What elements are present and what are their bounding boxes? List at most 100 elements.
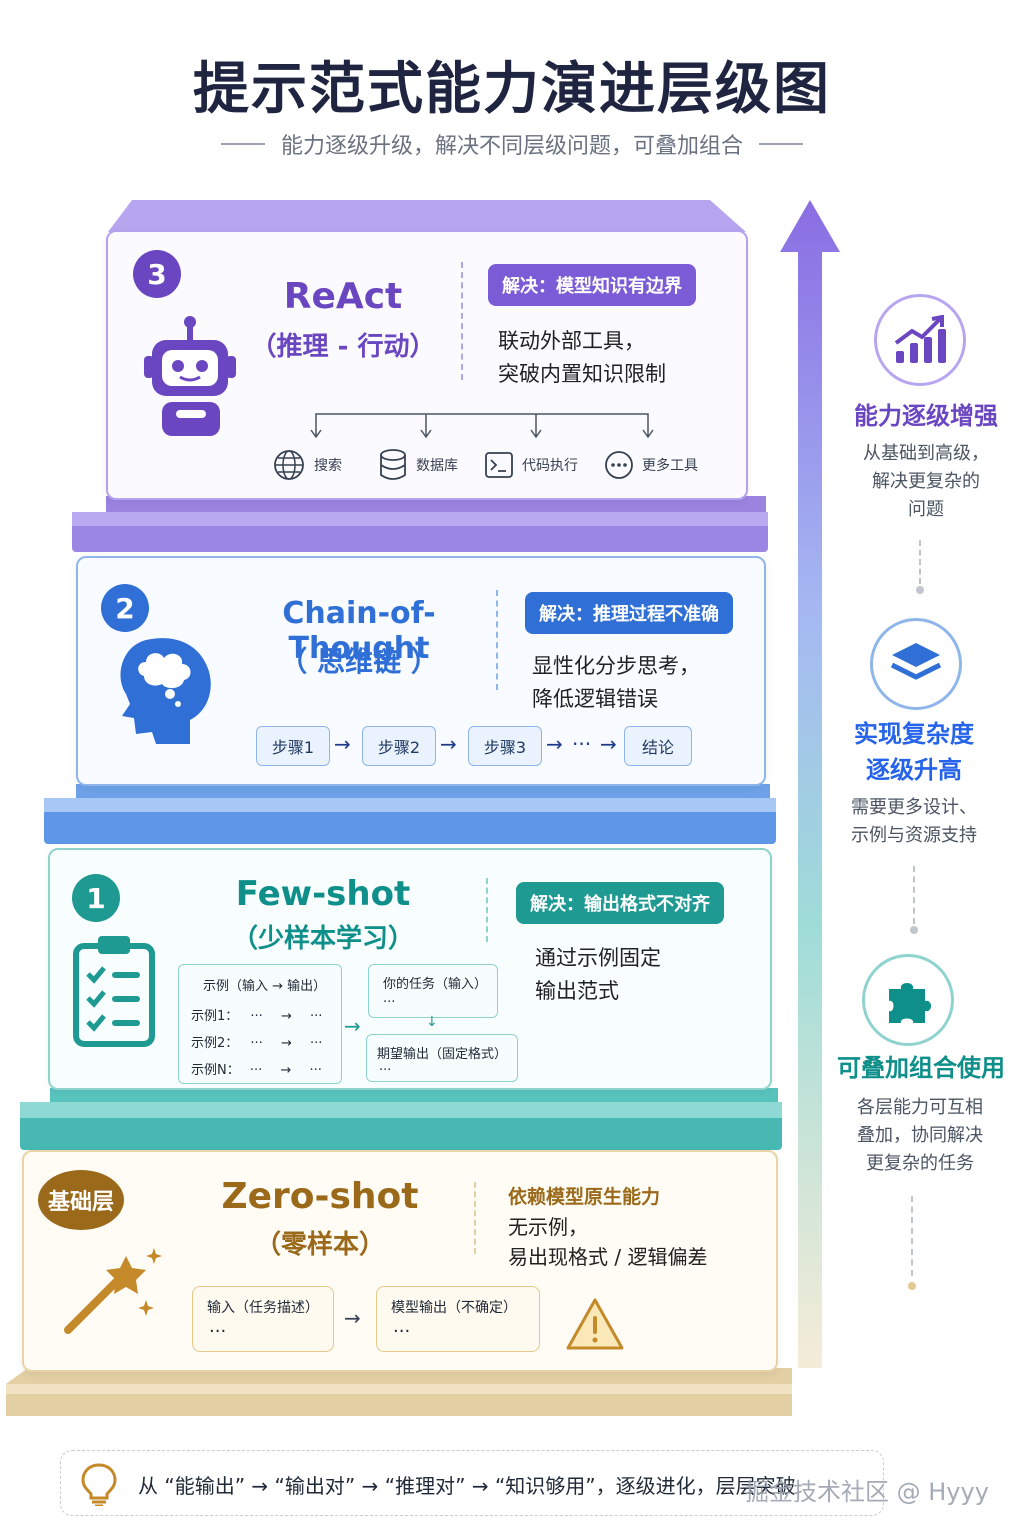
side-title-1: 能力逐级增强 [854,402,998,430]
subtitle-text: 能力逐级升级，解决不同层级问题，可叠加组合 [280,134,743,159]
cot-conclusion: 结论 [624,726,692,766]
cot-divider [496,590,498,690]
arrow-down-icon: ↓ [426,1014,438,1030]
fewshot-desc: 通过示例固定 输出范式 [535,946,661,1003]
cot-name: Chain-of-Thought [282,596,436,666]
cot-step-3: 步骤3 [468,726,542,766]
arrow-icon: → [334,732,351,756]
magic-wand-icon [64,1248,162,1334]
watermark: 掘金技术社区 @ Hyyy [745,1478,989,1506]
cot-step-1: 步骤1 [256,726,330,766]
side-desc-3: 各层能力可互相 叠加，协同解决 更复杂的任务 [857,1097,983,1174]
cot-number: 2 [101,584,149,632]
react-badge: 解决：模型知识有边界 [488,264,696,306]
react-tools-connector [310,413,654,439]
clipboard-checklist-icon [73,936,155,1047]
fewshot-slab [20,1088,782,1150]
zeroshot-output-box: 模型输出（不确定） ··· [376,1286,540,1352]
subtitle-dash-right [759,143,803,145]
side-connector-dot [908,1282,916,1290]
database-icon [380,449,406,480]
react-divider [461,262,463,380]
example-row: 示例N： ··· → ··· [191,1063,322,1078]
output-value: ··· [393,1321,411,1342]
output-label: 模型输出（不确定） [391,1300,517,1316]
side-circle-1 [874,294,966,386]
react-number: 3 [133,250,181,298]
zeroshot-name-sub: （零样本） [254,1230,385,1260]
side-connector [911,1196,913,1276]
cot-slab [44,784,776,844]
bottom-banner [60,1450,884,1516]
arrow-icon: → [344,1306,361,1330]
side-connector-dot [910,926,918,934]
tool-label: 数据库 [416,458,458,474]
tool-database: 数据库 [378,448,458,482]
zeroshot-input-box: 输入（任务描述） ··· [192,1286,334,1352]
tool-label: 搜索 [314,458,342,474]
head-thought-icon [120,638,211,744]
input-label: 输入（任务描述） [207,1300,319,1316]
warning-icon [566,1298,624,1350]
progress-arrow [780,200,840,1368]
zeroshot-base-badge: 基础层 [38,1170,124,1230]
globe-icon [274,450,304,480]
fewshot-name-sub: （少样本学习） [231,924,414,954]
robot-icon [144,316,236,436]
fewshot-divider [486,878,488,942]
layers-icon [890,643,942,680]
subtitle: 能力逐级升级，解决不同层级问题，可叠加组合 [0,128,1024,160]
example-row: 示例1： ··· → ··· [191,1009,323,1024]
arrow-icon: → [440,732,457,756]
tool-label: 更多工具 [642,458,698,474]
example-row: 示例2： ··· → ··· [191,1036,323,1051]
side-desc-1: 从基础到高级， 解决更复杂的 问题 [863,443,989,520]
expected-label: 期望输出（固定格式） [377,1047,508,1062]
fewshot-examples-box: 示例（输入 → 输出） 示例1： ··· → ··· 示例2： ··· → ··… [178,964,342,1084]
fewshot-expected-box: 期望输出（固定格式） ··· [366,1034,518,1082]
zeroshot-heading: 依赖模型原生能力 [508,1186,661,1208]
subtitle-dash-left [220,143,265,145]
cot-name-sub: （ 思维链 ） [279,645,439,678]
cot-desc: 显性化分步思考， 降低逻辑错误 [532,654,700,711]
banner-text: 从 “能输出” → “输出对” → “推理对” → “知识够用”，逐级进化，层层… [138,1474,796,1498]
side-title-2: 实现复杂度 逐级升高 [854,720,974,784]
arrow-icon: → [344,1014,361,1038]
page-title: 提示范式能力演进层级图 [193,57,831,122]
examples-header: 示例（输入 → 输出） [203,979,327,994]
zeroshot-name: Zero-shot [221,1176,419,1217]
fewshot-number: 1 [72,874,120,922]
side-title-3: 可叠加组合使用 [837,1054,1005,1082]
zeroshot-divider [474,1182,476,1254]
react-name-sub: （推理 - 行动） [250,332,436,362]
arrow-icon: → [546,732,563,756]
zeroshot-slab [6,1368,792,1416]
react-name: ReAct [283,276,403,317]
terminal-icon [485,452,513,478]
side-connector-dot [916,586,924,594]
chart-up-icon [894,315,946,363]
fewshot-task-box: 你的任务（输入） ··· [368,964,498,1018]
side-connector [913,866,915,924]
tool-code-exec: 代码执行 [484,450,578,480]
tool-label: 代码执行 [522,458,578,474]
cot-badge: 解决：推理过程不准确 [525,592,733,634]
fewshot-name: Few-shot [235,874,411,914]
react-slab [72,200,768,552]
react-desc: 联动外部工具， 突破内置知识限制 [498,329,666,386]
cot-step-2: 步骤2 [362,726,436,766]
cot-ellipsis: ··· [572,732,592,756]
side-circle-3 [862,954,954,1046]
task-value: ··· [383,995,396,1010]
input-value: ··· [209,1321,227,1342]
tool-more: 更多工具 [604,450,698,480]
side-circle-2 [870,618,962,710]
expected-value: ··· [379,1063,392,1078]
side-connector [919,540,921,584]
fewshot-badge: 解决：输出格式不对齐 [516,882,724,924]
more-icon [605,451,633,479]
puzzle-icon [889,983,931,1023]
side-desc-2: 需要更多设计、 示例与资源支持 [851,797,977,846]
zeroshot-desc: 无示例， 易出现格式 / 逻辑偏差 [508,1215,708,1269]
tool-search: 搜索 [272,448,342,482]
